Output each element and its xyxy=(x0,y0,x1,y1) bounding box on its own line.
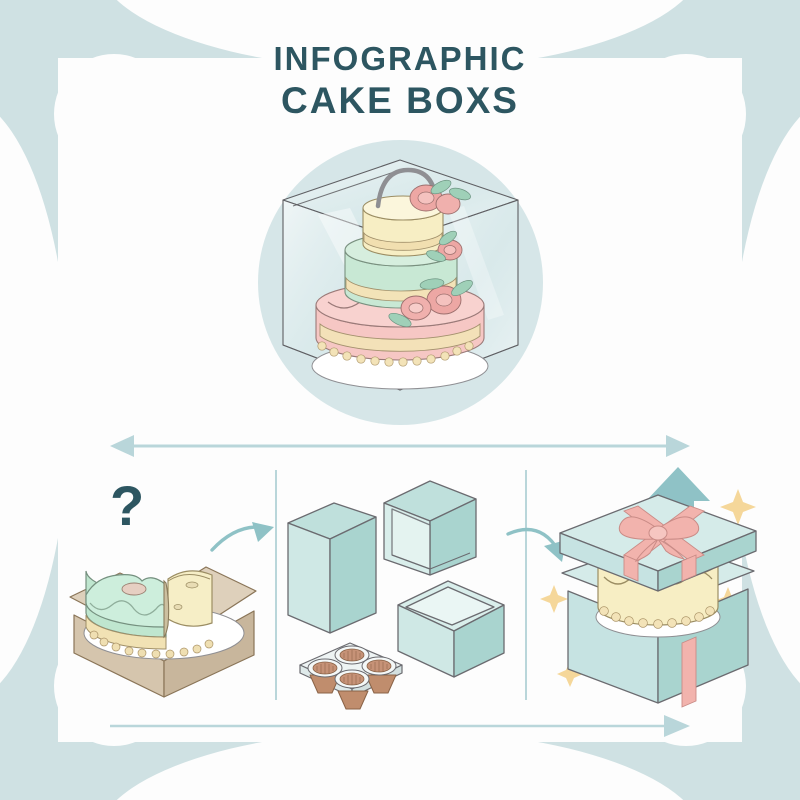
corner-cut-tl xyxy=(54,54,174,174)
poster-title: INFOGRAPHIC CAKE BOXS xyxy=(0,40,800,123)
title-line-cake-boxs: CAKE BOXS xyxy=(281,79,519,121)
top-double-arrow xyxy=(110,435,690,457)
question-mark-marker: ? xyxy=(110,474,145,537)
shallow-box xyxy=(397,580,505,678)
corner-cut-tr xyxy=(626,54,746,174)
title-line-infographic: INFOGRAPHIC xyxy=(273,40,527,77)
bottom-right-arrow xyxy=(110,715,690,737)
rose-cluster xyxy=(388,179,473,328)
hero-cake-in-clear-box-illustration xyxy=(282,159,519,391)
cupcake-tray xyxy=(299,642,403,710)
tall-box xyxy=(287,502,377,634)
panel-divider-right xyxy=(525,470,527,700)
step-boxes-illustration xyxy=(287,480,505,710)
step-result-illustration xyxy=(540,467,757,708)
step-arrow-1-icon xyxy=(210,522,274,552)
cube-box xyxy=(383,480,477,576)
corner-cut-bottom xyxy=(96,730,704,800)
step-problem-illustration xyxy=(69,566,257,698)
panel-divider-left xyxy=(275,470,277,700)
